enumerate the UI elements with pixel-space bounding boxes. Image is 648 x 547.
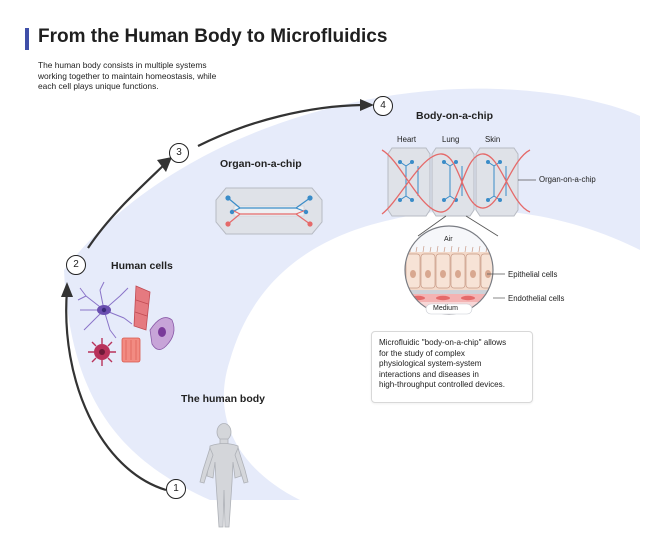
page-title: From the Human Body to Microfluidics [38, 26, 388, 47]
arrow-1-to-2 [65, 289, 167, 492]
epithelial-label: Epithelial cells [508, 270, 558, 279]
organ-label-skin: Skin [485, 135, 501, 144]
organ-label-heart: Heart [397, 135, 417, 144]
medium-label: Medium [433, 305, 458, 312]
body-on-a-chip-icon [381, 147, 536, 217]
note-box: Microfluidic "body-on-a-chip" allows for… [371, 331, 533, 403]
note-line: Microfluidic "body-on-a-chip" allows [379, 338, 507, 347]
stage-1-number: 1 [166, 479, 186, 499]
human-cells-icon [77, 281, 175, 366]
note-line: high-throughput controlled devices. [379, 380, 505, 389]
stage-4-label: Body-on-a-chip [416, 110, 493, 122]
human-body-icon [199, 423, 249, 528]
stage-4-number: 4 [373, 96, 393, 116]
intro-line: each cell plays unique functions. [38, 81, 159, 91]
stage-3-number: 3 [169, 143, 189, 163]
organ-label-lung: Lung [442, 135, 460, 144]
note-line: for the study of complex [379, 348, 465, 358]
note-line: interactions and diseases in [379, 369, 479, 379]
stage-2-label: Human cells [111, 260, 173, 272]
arrow-2-to-3 [87, 162, 167, 249]
vessel-loop [381, 149, 531, 215]
intro-text: The human body consists in multiple syst… [38, 60, 268, 92]
endothelial-label: Endothelial cells [508, 294, 565, 303]
intro-line: The human body consists in multiple syst… [38, 60, 207, 70]
stage-2-number: 2 [66, 255, 86, 275]
organ-on-a-chip-icon [215, 187, 323, 235]
stage-1-label: The human body [181, 393, 265, 405]
stage-3-label: Organ-on-a-chip [220, 158, 302, 170]
intro-line: working together to maintain homeostasis… [38, 70, 217, 81]
tissue-zoom-icon [404, 225, 505, 315]
note-line: physiological system-system [379, 359, 482, 368]
title-accent-bar [25, 28, 29, 50]
arrow-3-to-4 [197, 103, 363, 147]
air-label: Air [444, 236, 453, 243]
chip-callout-label: Organ-on-a-chip [539, 175, 596, 184]
